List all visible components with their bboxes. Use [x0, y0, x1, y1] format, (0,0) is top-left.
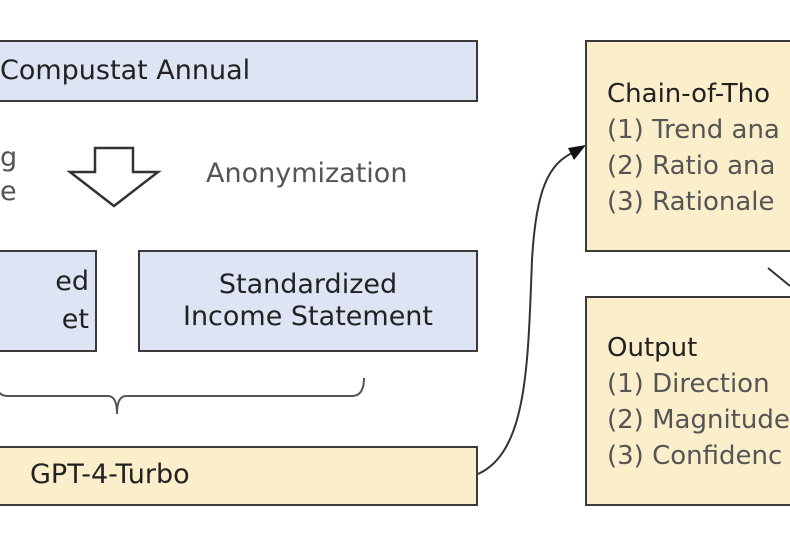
output-title: Output	[607, 333, 698, 363]
hollow-down-arrow-icon	[66, 146, 162, 208]
left-box-line2: et	[61, 304, 89, 335]
output-item: (3) Confidenc	[607, 441, 783, 471]
left-fragment-top: g	[0, 142, 18, 173]
curved-connector-arrow	[477, 151, 575, 475]
cot-item: (3) Rationale	[607, 187, 775, 217]
anonymization-label: Anonymization	[206, 158, 408, 189]
cot-item: (1) Trend ana	[607, 115, 780, 145]
left-box-line1: ed	[55, 266, 89, 297]
chain-of-thought-box: Chain-of-Tho (1) Trend ana (2) Ratio ana…	[585, 40, 790, 252]
down-arrow-icon	[767, 267, 790, 287]
compustat-annual-box: Compustat Annual	[0, 40, 478, 102]
curly-brace	[0, 377, 365, 415]
left-fragment-bottom: e	[0, 176, 17, 207]
gpt-4-turbo-box: GPT-4-Turbo	[0, 446, 478, 506]
output-item: (2) Magnitude	[607, 405, 790, 435]
income-statement-box: Standardized Income Statement	[138, 250, 478, 352]
output-box: Output (1) Direction (2) Magnitude (3) C…	[585, 296, 790, 506]
compustat-label: Compustat Annual	[0, 55, 251, 86]
arrowhead-icon	[568, 145, 586, 160]
cot-title: Chain-of-Tho	[607, 79, 771, 109]
gpt-label: GPT-4-Turbo	[30, 459, 190, 490]
cot-item: (2) Ratio ana	[607, 151, 776, 181]
output-item: (1) Direction	[607, 369, 770, 399]
income-line1: Standardized	[218, 268, 398, 300]
left-dataset-box: ed et	[0, 250, 97, 352]
income-line2: Income Statement	[182, 301, 433, 332]
